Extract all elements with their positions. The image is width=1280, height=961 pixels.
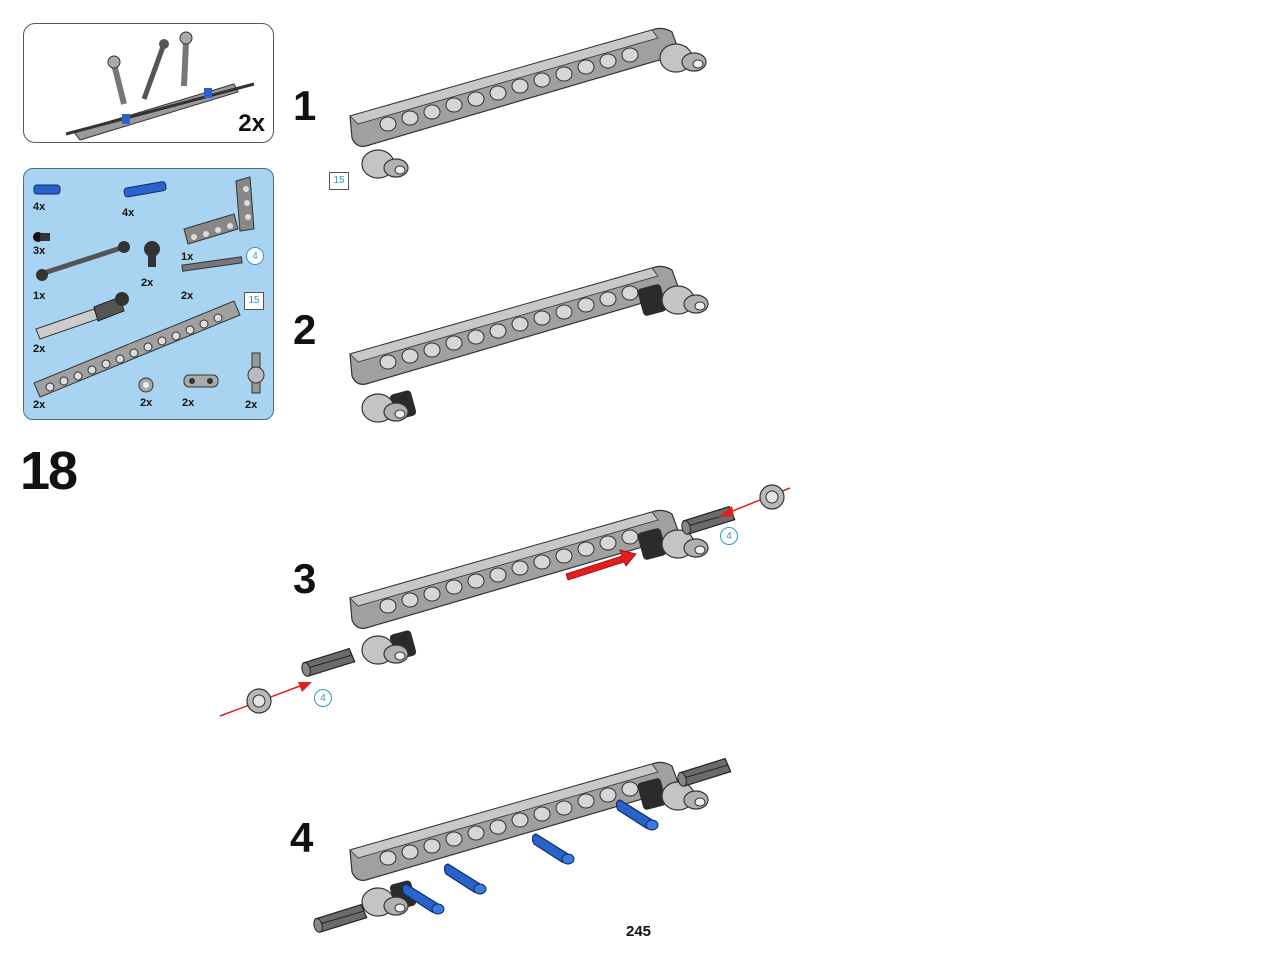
bush-right [759,484,785,510]
liftarm-15-part [33,300,241,398]
qty-label: 2x [181,290,194,302]
cross-block-part [183,374,219,388]
parts-illustrations [33,176,265,398]
submodel-count: 2x [238,110,265,137]
qty-label: 1x [33,290,46,302]
main-step-number: 18 [20,441,78,501]
qty-label: 2x [245,399,258,411]
qty-label: 2x [33,399,46,411]
parts-list-box: 4x 4x 1x 3x 1x 2x 2x 2x 2x 2x 2x 2x 4 15 [23,168,274,420]
shock-absorber-part [35,292,129,340]
bush-left [246,688,272,714]
page-number: 245 [626,923,652,940]
substep-number: 4 [290,814,314,861]
submodel-illustration [65,31,255,141]
qty-label: 2x [182,397,195,409]
qty-label: 2x [141,277,154,289]
axle-left-installed [311,903,368,934]
ball-connector-part [247,352,265,394]
l-beam-part [183,176,255,245]
gray-rod-link-part [36,241,130,281]
blue-pin-short-part [33,184,61,195]
qty-label: 1x [181,251,194,263]
step2-illustration [349,265,709,423]
qty-label: 2x [33,343,46,355]
submodel-preview-box: 2x [23,23,274,143]
move-arrow [565,549,637,581]
beam-length-callout: 15 [329,172,349,190]
axle-length-callout: 4 [720,527,738,545]
beam-length-callout: 15 [244,292,264,310]
qty-label: 4x [33,201,46,213]
black-connector-part [144,241,160,267]
axle-length-callout: 4 [314,689,332,707]
qty-label: 3x [33,245,46,257]
blue-pin-long-part [123,181,167,198]
bush-part [138,377,154,393]
substep-number: 3 [293,555,317,602]
black-ball-joint-part [33,232,50,242]
substep-number: 2 [293,306,317,353]
axle-right-installed [675,757,732,788]
substep-number: 1 [293,82,317,129]
gray-axle-4-part [181,256,243,272]
axle-length-callout: 4 [246,247,264,265]
qty-label: 4x [122,207,135,219]
step4-illustration [349,761,709,917]
qty-label: 2x [140,397,153,409]
step3-illustration [349,509,709,665]
